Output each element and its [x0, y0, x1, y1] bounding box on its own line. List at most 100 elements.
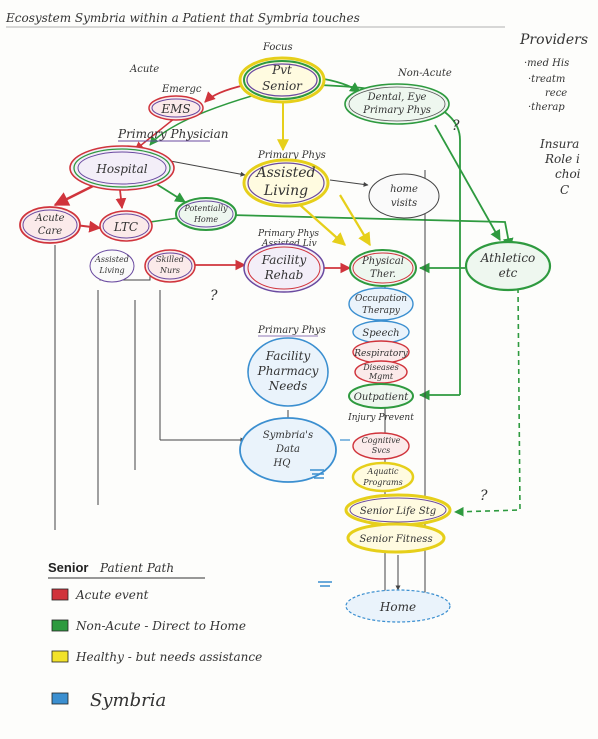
dental-line2: Primary Phys	[362, 105, 431, 116]
ems-label: EMS	[160, 102, 190, 116]
facility-pharmacy-tag: Primary Phys	[257, 325, 326, 336]
diagram-title: Ecosystem Symbria within a Patient that …	[5, 11, 360, 25]
senior-fitness-label: Senior Fitness	[359, 534, 432, 545]
outpatient-label: Outpatient	[354, 392, 410, 403]
facility-pharmacy-line1: Facility	[265, 349, 311, 363]
home-visits-line1: home	[390, 184, 418, 195]
legend-swatch-symbria	[51, 692, 69, 705]
facility-pharmacy-line3: Needs	[268, 379, 308, 393]
physical-ther-line1: Physical	[361, 256, 404, 267]
node-symbria-data: Symbria's Data HQ	[239, 417, 337, 483]
facility-rehab-line1: Facility	[261, 253, 307, 267]
providers-item-3: rece	[545, 88, 567, 99]
physical-ther-line2: Ther.	[370, 269, 396, 280]
facility-rehab-tag: Primary Phys	[257, 229, 319, 239]
insurance-line-3: choi	[555, 167, 581, 181]
node-skilled-nurs: Skilled Nurs	[144, 249, 196, 283]
facility-rehab-line2: Rehab	[264, 268, 304, 282]
nonacute-tag: Non-Acute	[397, 68, 452, 79]
hospital-label: Hospital	[95, 162, 147, 176]
node-hospital: Hospital	[69, 145, 175, 191]
legend-label-symbria: Symbria	[90, 690, 166, 711]
node-cognitive: Cognitive Svcs	[352, 432, 410, 460]
occupational-line2: Therapy	[362, 306, 401, 316]
home-label: Home	[379, 600, 416, 614]
cognitive-line1: Cognitive	[362, 436, 401, 445]
symbria-data-line2: Data	[275, 444, 300, 455]
providers-item-2: ·treatm	[528, 74, 565, 85]
node-aquatic: Aquatic Programs	[351, 461, 415, 493]
acute-care-line2: Care	[38, 226, 62, 237]
facility-pharmacy-line2: Pharmacy	[257, 364, 319, 378]
providers-heading: Providers	[519, 32, 588, 48]
node-facility-pharmacy: Primary Phys Facility Pharmacy Needs	[247, 325, 329, 407]
primary-physician-label: Primary Physician	[117, 127, 229, 141]
node-diseases: Diseases Mgmt	[354, 360, 408, 384]
node-outpatient: Outpatient	[348, 383, 414, 409]
legend-subtitle: Patient Path	[99, 561, 174, 575]
ems-tag: Emergc	[161, 84, 202, 95]
speech-label: Speech	[362, 328, 399, 339]
node-athletico: Athletico etc	[464, 240, 552, 292]
assisted-living-small-line2: Living	[98, 266, 124, 275]
skilled-nurs-line2: Nurs	[159, 266, 180, 275]
node-occupational: Occupation Therapy	[348, 287, 414, 321]
legend-label-healthy: Healthy - but needs assistance	[75, 650, 262, 664]
skilled-nurs-line1: Skilled	[156, 255, 184, 264]
senior-life-label: Senior Life Stg	[360, 506, 436, 517]
providers-item-1: ·med His	[524, 58, 569, 69]
cognitive-line2: Svcs	[372, 446, 391, 455]
legend: Senior Patient Path Acute event Non-Acut…	[48, 560, 262, 711]
node-dental: Dental, Eye Primary Phys	[344, 83, 450, 125]
node-home-visits: home visits	[368, 173, 440, 219]
legend-label-acute: Acute event	[75, 588, 149, 602]
insurance-line-4: C	[560, 183, 569, 197]
assisted-living-tag: Primary Phys	[257, 150, 326, 161]
node-assisted-living: Primary Phys Assisted Living	[242, 150, 330, 208]
potentially-home-line2: Home	[193, 215, 218, 224]
providers-item-4: ·therap	[528, 102, 565, 113]
aquatic-line1: Aquatic	[366, 467, 399, 476]
assisted-living-small-line1: Assisted	[94, 255, 129, 264]
athletico-line1: Athletico	[480, 251, 536, 265]
symbria-mark-icon	[310, 469, 324, 479]
legend-swatch-acute	[51, 588, 69, 601]
diseases-line2: Mgmt	[368, 372, 394, 381]
senior-line2: Senior	[262, 79, 303, 93]
legend-label-nonacute: Non-Acute - Direct to Home	[75, 619, 246, 633]
symbria-data-line3: HQ	[273, 458, 291, 469]
question-mark-3: ?	[480, 488, 488, 504]
providers-note: Providers ·med His ·treatm rece ·therap …	[519, 32, 588, 197]
node-ltc: LTC	[99, 210, 153, 242]
assisted-living-line1: Assisted	[254, 165, 315, 181]
node-speech: Speech	[352, 320, 410, 344]
athletico-line2: etc	[499, 266, 518, 280]
insurance-line-1: Insura	[539, 137, 579, 151]
node-physical-ther: Physical Ther.	[349, 249, 417, 287]
question-mark-1: ?	[452, 118, 460, 134]
insurance-line-2: Role i	[544, 152, 580, 166]
home-visits-line2: visits	[391, 198, 417, 209]
legend-title: Senior	[48, 560, 88, 575]
node-home: Home	[345, 589, 451, 623]
node-ems: Emergc EMS	[148, 84, 204, 121]
node-respiratory: Respiratory	[352, 340, 410, 364]
respiratory-label: Respiratory	[353, 349, 408, 359]
senior-line1: Pvt	[271, 63, 292, 77]
node-acute-care: Acute Care	[19, 206, 81, 244]
assisted-living-line2: Living	[263, 183, 308, 199]
acute-tag: Acute	[129, 64, 159, 75]
node-facility-rehab: Primary Phys Assisted Liv Facility Rehab	[243, 229, 325, 293]
injury-prevent-label: Injury Prevent	[347, 413, 414, 423]
legend-swatch-healthy	[51, 650, 69, 663]
node-senior-fitness: Senior Fitness	[346, 522, 446, 554]
legend-swatch-nonacute	[51, 619, 69, 632]
node-senior-life: Senior Life Stg	[344, 493, 452, 527]
aquatic-line2: Programs	[362, 478, 402, 487]
symbria-data-line1: Symbria's	[263, 430, 313, 441]
occupational-line1: Occupation	[355, 294, 407, 304]
ltc-label: LTC	[113, 220, 138, 234]
diseases-line1: Diseases	[362, 363, 399, 372]
